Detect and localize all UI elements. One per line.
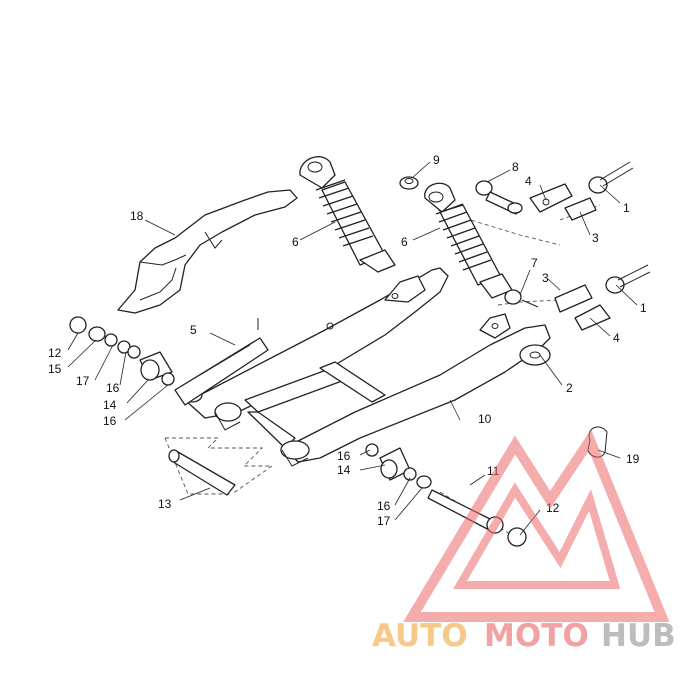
brand-text-moto: MOTO [484, 618, 589, 654]
callout-2: 2 [566, 381, 573, 395]
callout-14: 14 [103, 398, 117, 412]
bolt-1-lower [605, 264, 651, 294]
swing-arm-part [181, 267, 551, 467]
callout-16: 16 [377, 499, 391, 513]
automotohub-wordmark: AUTO MOTO HUB [372, 618, 676, 654]
callout-19: 19 [626, 452, 640, 466]
brand-text-auto: AUTO [372, 618, 468, 654]
chain-guard-part [117, 189, 298, 314]
bracket-5 [174, 318, 269, 406]
callout-4: 4 [525, 174, 532, 188]
left-bearing-stack [69, 316, 175, 386]
callout-8: 8 [512, 160, 519, 174]
right-bearing-stack [365, 443, 527, 547]
callout-3: 3 [592, 231, 599, 245]
callout-1: 1 [623, 201, 630, 215]
callout-1: 1 [640, 301, 647, 315]
callout-17: 17 [76, 374, 90, 388]
rubber-bush-9 [399, 176, 419, 190]
callout-7: 7 [531, 256, 538, 270]
callout-4: 4 [613, 331, 620, 345]
bracket-3-lower [554, 284, 593, 313]
washer-7 [504, 289, 539, 308]
bracket-4-lower [574, 304, 611, 331]
callout-17: 17 [377, 514, 391, 528]
callout-16: 16 [337, 449, 351, 463]
callout-18: 18 [130, 209, 144, 223]
bolt-8 [475, 180, 523, 215]
bolt-1-upper [588, 161, 634, 194]
brand-text-hub: HUB [601, 618, 676, 654]
callout-labels: 1 1 2 3 3 4 4 5 6 6 7 8 9 10 11 12 12 13… [48, 153, 647, 528]
callout-10: 10 [478, 412, 492, 426]
bracket-3-upper [564, 197, 597, 221]
callout-3: 3 [542, 271, 549, 285]
leader-lines [67, 161, 638, 536]
callout-13: 13 [158, 497, 172, 511]
spacer-tube-13 [168, 449, 236, 496]
callout-16: 16 [103, 414, 117, 428]
callout-9: 9 [433, 153, 440, 167]
callout-12: 12 [48, 346, 62, 360]
callout-16: 16 [106, 381, 120, 395]
callout-6: 6 [401, 235, 408, 249]
callout-6: 6 [292, 235, 299, 249]
callout-5: 5 [190, 323, 197, 337]
callout-15: 15 [48, 362, 62, 376]
callout-14: 14 [337, 463, 351, 477]
shock-absorber-left [299, 156, 396, 273]
automotohub-logo-icon [403, 429, 670, 622]
